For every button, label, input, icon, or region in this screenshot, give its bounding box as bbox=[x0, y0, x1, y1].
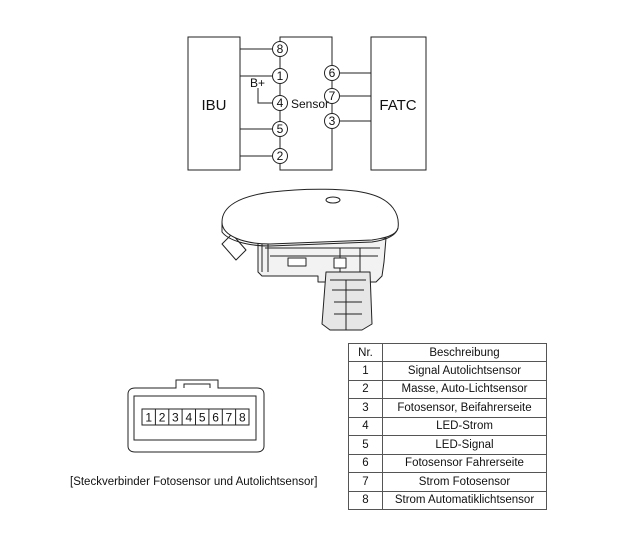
cell-description: Strom Automatiklichtsensor bbox=[382, 490, 547, 510]
cell-description: Fotosensor Fahrerseite bbox=[382, 453, 547, 473]
fatc-label: FATC bbox=[379, 97, 416, 114]
connector-pin-dividers bbox=[154, 409, 237, 425]
header-nr: Nr. bbox=[348, 343, 383, 362]
fatc-pin-circles bbox=[324, 65, 340, 129]
pin-number: 2 bbox=[277, 149, 284, 163]
ibu-label: IBU bbox=[201, 97, 226, 114]
connector-pin: 5 bbox=[199, 411, 206, 425]
connector-pin: 6 bbox=[212, 411, 219, 425]
connector-pin: 8 bbox=[239, 411, 246, 425]
pin-number: 8 bbox=[277, 42, 284, 56]
table-header-row: Nr. Beschreibung bbox=[348, 343, 547, 362]
cell-nr: 5 bbox=[348, 435, 383, 455]
cell-description: Signal Autolichtsensor bbox=[382, 361, 547, 381]
cell-description: Masse, Auto-Lichtsensor bbox=[382, 379, 547, 399]
cell-nr: 6 bbox=[348, 453, 383, 473]
wire-bplus bbox=[257, 88, 272, 104]
ibu-pin-circles bbox=[272, 41, 288, 164]
connector-inner-frame bbox=[133, 395, 257, 441]
cell-nr: 7 bbox=[348, 472, 383, 492]
wiring-schematic bbox=[187, 36, 427, 171]
cell-description: Fotosensor, Beifahrerseite bbox=[382, 398, 547, 418]
cell-nr: 8 bbox=[348, 490, 383, 510]
connector-pin: 4 bbox=[185, 411, 192, 425]
sensor-device-illustration bbox=[221, 188, 399, 331]
pin-number: 1 bbox=[277, 69, 284, 83]
header-description: Beschreibung bbox=[382, 343, 547, 362]
sensor-label: Sensor bbox=[291, 97, 329, 111]
cell-nr: 3 bbox=[348, 398, 383, 418]
cell-nr: 2 bbox=[348, 379, 383, 399]
cell-description: LED-Signal bbox=[382, 435, 547, 455]
connector-caption: [Steckverbinder Fotosensor und Autolicht… bbox=[70, 476, 318, 488]
pin-number: 3 bbox=[329, 114, 336, 128]
cell-nr: 4 bbox=[348, 416, 383, 436]
connector-outline bbox=[127, 379, 265, 453]
ibu-box bbox=[187, 36, 241, 171]
pin-number: 6 bbox=[329, 66, 336, 80]
connector-pin-labels: 1 2 3 4 5 6 7 8 bbox=[145, 411, 246, 425]
connector-face bbox=[127, 379, 265, 453]
pin-number: 4 bbox=[277, 96, 284, 110]
fatc-box bbox=[370, 36, 427, 171]
pin-number: 7 bbox=[329, 89, 336, 103]
cell-nr: 1 bbox=[348, 361, 383, 381]
connector-pin: 7 bbox=[226, 411, 233, 425]
connector-pin: 3 bbox=[172, 411, 179, 425]
connector-pin: 1 bbox=[145, 411, 152, 425]
cell-description: Strom Fotosensor bbox=[382, 472, 547, 492]
pin-number: 5 bbox=[277, 122, 284, 136]
connector-pin: 2 bbox=[159, 411, 166, 425]
bplus-label: B+ bbox=[250, 76, 265, 90]
cell-description: LED-Strom bbox=[382, 416, 547, 436]
